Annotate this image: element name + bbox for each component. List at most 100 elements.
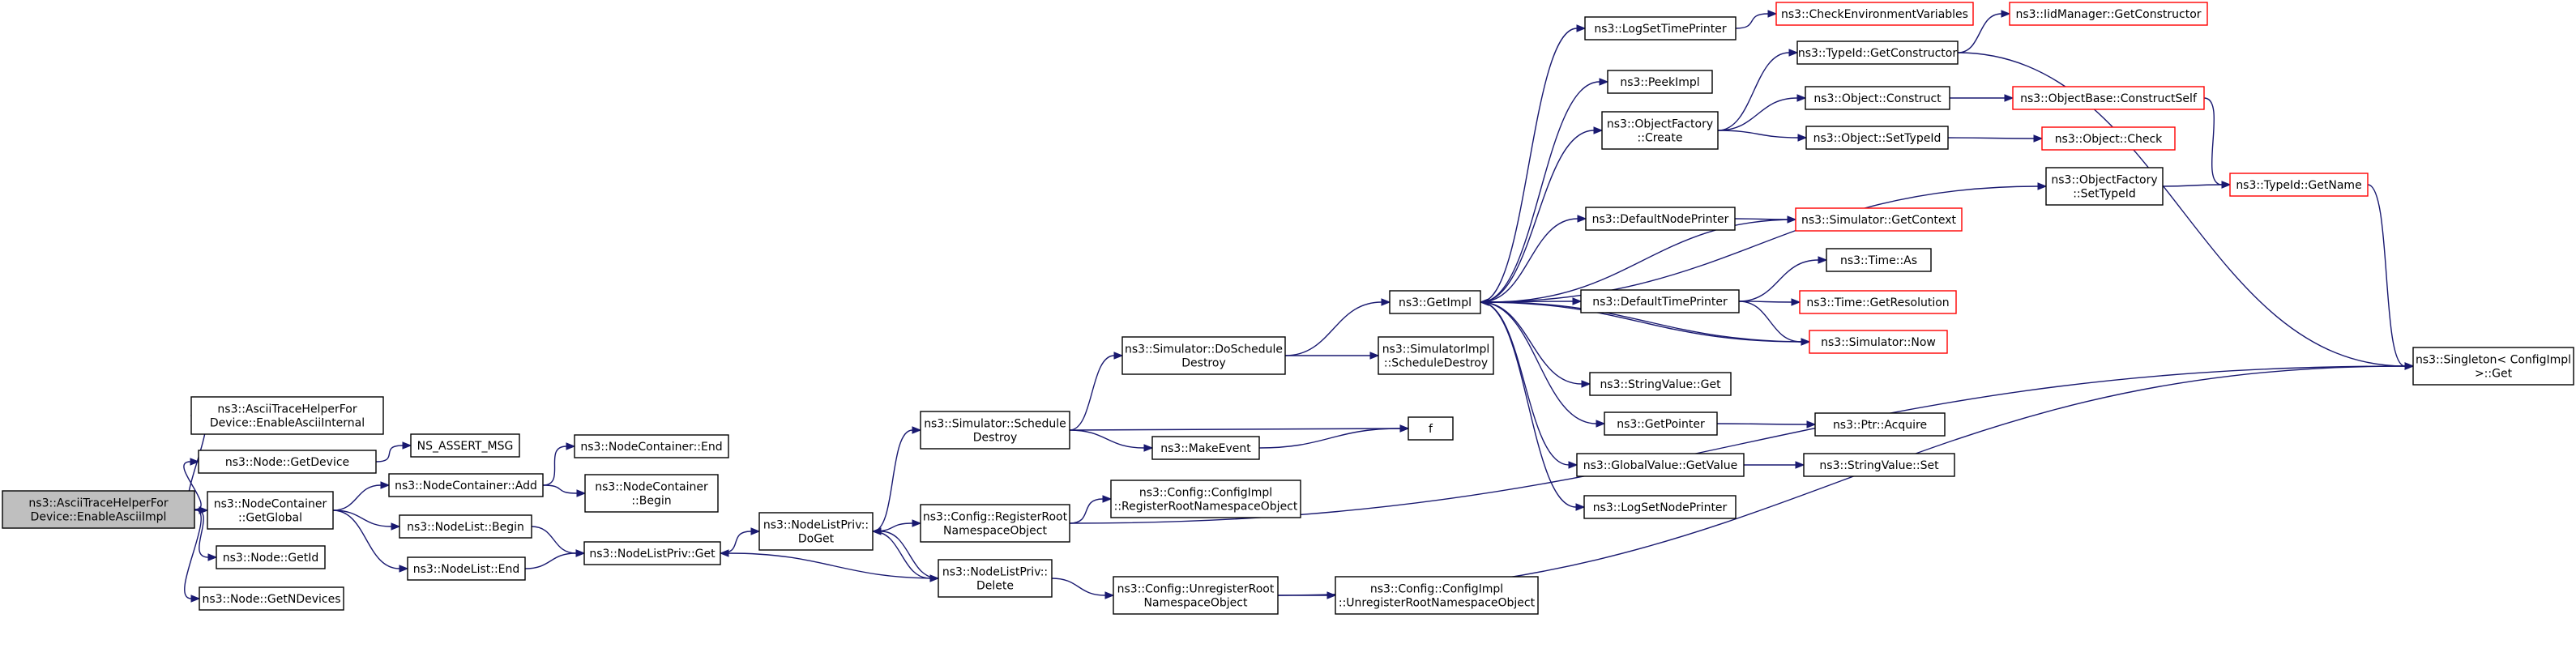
function-node-globalvalue_getvalue[interactable]: ns3::GlobalValue::GetValue — [1576, 453, 1745, 477]
arrowhead-makeevent-to-f — [1399, 424, 1410, 433]
function-node-simulatorimpl_scheduledestroy[interactable]: ns3::SimulatorImpl::ScheduleDestroy — [1378, 336, 1494, 375]
arrowhead-getimpl-to-objectfactory_create — [1593, 126, 1604, 134]
function-node-nodelistpriv_get[interactable]: ns3::NodeListPriv::Get — [583, 541, 721, 565]
function-node-nodecontainer_begin[interactable]: ns3::NodeContainer::Begin — [584, 474, 719, 513]
node-box-getimpl — [1389, 290, 1481, 314]
function-node-ptr_acquire[interactable]: ns3::Ptr::Acquire — [1814, 412, 1946, 437]
function-node-nodecontainer_add[interactable]: ns3::NodeContainer::Add — [388, 473, 544, 497]
function-node-getimpl[interactable]: ns3::GetImpl — [1389, 290, 1481, 314]
function-node-getpointer[interactable]: ns3::GetPointer — [1604, 411, 1718, 436]
call-edge-simulator_doscheduledestroy-to-getimpl — [1284, 301, 1382, 356]
function-node-nodelistpriv_doget[interactable]: ns3::NodeListPriv::DoGet — [758, 512, 874, 551]
arrowhead-nodecontainer_add-to-nodecontainer_begin — [576, 489, 587, 497]
node-box-simulatorimpl_scheduledestroy — [1378, 336, 1494, 375]
function-node-iidmanager_getconstructor[interactable]: ns3::IidManager::GetConstructor — [2009, 2, 2208, 26]
node-box-simulator_getcontext — [1795, 207, 1963, 232]
function-node-configimpl_unregister[interactable]: ns3::Config::ConfigImpl::UnregisterRootN… — [1335, 576, 1539, 615]
node-label-getimpl-line-0: ns3::GetImpl — [1399, 296, 1472, 309]
function-node-simulator_scheduledestroy[interactable]: ns3::Simulator::ScheduleDestroy — [920, 411, 1070, 450]
function-node-node_getid[interactable]: ns3::Node::GetId — [216, 545, 326, 569]
function-node-node_getndevices[interactable]: ns3::Node::GetNDevices — [199, 586, 344, 611]
function-node-time_as[interactable]: ns3::Time::As — [1826, 248, 1932, 272]
node-box-root — [2, 490, 195, 529]
function-node-nodecontainer_getglobal[interactable]: ns3::NodeContainer::GetGlobal — [207, 491, 334, 530]
function-node-typeid_getname[interactable]: ns3::TypeId::GetName — [2229, 173, 2369, 197]
node-label-typeid_getconstructor-line-0: ns3::TypeId::GetConstructor — [1798, 47, 1957, 60]
function-node-config_unregisterroot[interactable]: ns3::Config::UnregisterRootNamespaceObje… — [1113, 576, 1279, 615]
function-node-typeid_getconstructor[interactable]: ns3::TypeId::GetConstructor — [1796, 40, 1959, 65]
arrowhead-nodecontainer_add-to-nodecontainer_end — [566, 442, 576, 450]
function-node-object_check[interactable]: ns3::Object::Check — [2041, 126, 2176, 151]
call-edge-nodecontainer_getglobal-to-nodelist_end — [332, 509, 400, 569]
node-box-logsettimeprinter — [1584, 16, 1737, 40]
function-node-singleton_get[interactable]: ns3::Singleton< ConfigImpl >::Get — [2412, 347, 2574, 386]
node-box-simulator_doscheduledestroy — [1121, 336, 1286, 375]
function-node-nodecontainer_end[interactable]: ns3::NodeContainer::End — [574, 434, 729, 458]
arrowhead-nodelistpriv_delete-to-config_unregisterroot — [1104, 591, 1115, 599]
function-node-stringvalue_set[interactable]: ns3::StringValue::Set — [1803, 453, 1955, 477]
function-node-defaulttimeprinter[interactable]: ns3::DefaultTimePrinter — [1580, 289, 1740, 313]
function-node-f[interactable]: f — [1408, 416, 1454, 441]
function-node-object_settypeid[interactable]: ns3::Object::SetTypeId — [1805, 126, 1949, 150]
function-node-node_getdevice[interactable]: ns3::Node::GetDevice — [198, 450, 377, 474]
call-edge-getimpl-to-objectfactory_settypeid — [1480, 185, 2039, 303]
node-box-stringvalue_set — [1803, 453, 1955, 477]
node-label-time_as-line-0: ns3::Time::As — [1840, 254, 1917, 267]
call-edge-typeid_getname-to-singleton_get — [2367, 184, 2406, 367]
function-node-makeevent[interactable]: ns3::MakeEvent — [1151, 436, 1260, 460]
function-node-checkenvvars[interactable]: ns3::CheckEnvironmentVariables — [1775, 2, 1974, 26]
function-node-simulator_getcontext[interactable]: ns3::Simulator::GetContext — [1795, 207, 1963, 232]
function-node-stringvalue_get[interactable]: ns3::StringValue::Get — [1589, 372, 1732, 396]
call-edge-objectfactory_create-to-typeid_getconstructor — [1717, 52, 1790, 131]
function-node-object_construct[interactable]: ns3::Object::Construct — [1805, 86, 1950, 110]
function-node-configimpl_register[interactable]: ns3::Config::ConfigImpl::RegisterRootNam… — [1110, 480, 1301, 518]
node-label-nodelist_end-line-0: ns3::NodeList::End — [413, 563, 520, 576]
node-label-peekimpl-line-0: ns3::PeekImpl — [1620, 76, 1699, 89]
node-box-nodelistpriv_delete — [938, 559, 1053, 598]
node-box-nodelist_end — [407, 556, 526, 581]
call-edge-simulator_scheduledestroy-to-f — [1069, 428, 1401, 431]
node-label-ns_assert_msg-line-0: NS_ASSERT_MSG — [417, 440, 514, 453]
node-label-configimpl_register-line-0: ns3::Config::ConfigImpl — [1139, 487, 1272, 500]
call-edge-getimpl-to-peekimpl — [1480, 81, 1600, 303]
function-node-simulator_now[interactable]: ns3::Simulator::Now — [1809, 330, 1948, 354]
arrowhead-globalvalue_getvalue-to-stringvalue_set — [1795, 461, 1805, 469]
node-box-node_getdevice — [198, 450, 377, 474]
arrowhead-getimpl-to-peekimpl — [1599, 78, 1609, 86]
call-edge-getimpl-to-logsettimeprinter — [1480, 28, 1578, 303]
call-edge-logsettimeprinter-to-checkenvvars — [1735, 13, 1769, 29]
function-node-logsetnodeprinter[interactable]: ns3::LogSetNodePrinter — [1583, 495, 1737, 519]
arrowhead-getimpl-to-objectfactory_settypeid — [2037, 182, 2048, 190]
call-edge-defaulttimeprinter-to-time_as — [1738, 259, 1819, 302]
call-edge-nodelistpriv_get-to-nodelistpriv_doget — [720, 531, 752, 554]
call-edge-getimpl-to-defaultnodeprinter — [1480, 218, 1578, 303]
function-node-nodelistpriv_delete[interactable]: ns3::NodeListPriv::Delete — [938, 559, 1053, 598]
function-node-objectfactory_create[interactable]: ns3::ObjectFactory::Create — [1601, 111, 1719, 150]
node-box-stringvalue_get — [1589, 372, 1732, 396]
function-node-peekimpl[interactable]: ns3::PeekImpl — [1607, 70, 1713, 94]
function-node-nodelist_begin[interactable]: ns3::NodeList::Begin — [399, 514, 532, 539]
arrowhead-getimpl-to-getpointer — [1596, 420, 1606, 428]
node-label-time_getresolution-line-0: ns3::Time::GetResolution — [1806, 296, 1949, 309]
function-node-objectbase_constructself[interactable]: ns3::ObjectBase::ConstructSelf — [2012, 86, 2205, 110]
arrowhead-config_unregisterroot-to-configimpl_unregister — [1326, 591, 1337, 599]
call-edge-root-to-node_getndevices — [184, 509, 202, 599]
node-box-objectfactory_settypeid — [2045, 167, 2164, 206]
function-node-enable_internal[interactable]: ns3::AsciiTraceHelperForDevice::EnableAs… — [190, 396, 384, 435]
function-node-defaultnodeprinter[interactable]: ns3::DefaultNodePrinter — [1585, 207, 1736, 231]
node-box-nodecontainer_add — [388, 473, 544, 497]
function-node-config_registerroot[interactable]: ns3::Config::RegisterRootNamespaceObject — [920, 504, 1070, 543]
function-node-nodelist_end[interactable]: ns3::NodeList::End — [407, 556, 526, 581]
call-edge-getimpl-to-logsetnodeprinter — [1480, 301, 1577, 508]
node-label-ptr_acquire-line-0: ns3::Ptr::Acquire — [1833, 419, 1927, 432]
function-node-ns_assert_msg[interactable]: NS_ASSERT_MSG — [410, 433, 520, 458]
function-node-objectfactory_settypeid[interactable]: ns3::ObjectFactory::SetTypeId — [2045, 167, 2164, 206]
function-node-logsettimeprinter[interactable]: ns3::LogSetTimePrinter — [1584, 16, 1737, 40]
node-box-object_construct — [1805, 86, 1950, 110]
arrowhead-objectfactory_create-to-typeid_getconstructor — [1788, 49, 1799, 57]
function-node-time_getresolution[interactable]: ns3::Time::GetResolution — [1799, 290, 1957, 314]
call-edge-nodelistpriv_delete-to-nodelistpriv_get — [728, 552, 939, 579]
node-box-objectbase_constructself — [2012, 86, 2205, 110]
call-edge-nodecontainer_add-to-nodecontainer_begin — [542, 484, 578, 494]
